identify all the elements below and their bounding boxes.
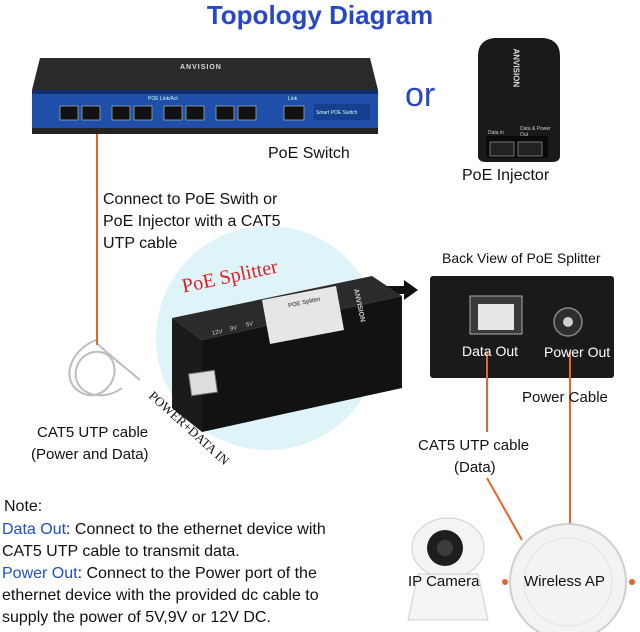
note-power-out-line-3: supply the power of 5V,9V or 12V DC.	[2, 607, 271, 628]
power-cable-label: Power Cable	[522, 389, 608, 406]
cat5-data-label-1: CAT5 UTP cable	[418, 437, 529, 454]
splitter-back-device	[430, 276, 614, 378]
note-power-out-line-2: ethernet device with the provided dc cab…	[2, 585, 319, 606]
switch-uplink-label: Link	[288, 96, 297, 102]
switch-ports-label: POE Link/Act	[148, 96, 178, 102]
switch-cable-text-2: PoE Injector with a CAT5	[103, 213, 281, 231]
injector-port-in: Data in	[488, 130, 504, 136]
cat5-power-data-label-1: CAT5 UTP cable	[37, 424, 148, 441]
poe-injector-label: PoE Injector	[462, 167, 549, 185]
connector-dot-right	[629, 579, 635, 585]
note-power-out-text-1: : Connect to the Power port of the	[78, 565, 317, 582]
cat5-power-data-label-2: (Power and Data)	[31, 446, 149, 463]
note-power-out-term: Power Out	[2, 565, 78, 582]
poe-switch-label: PoE Switch	[268, 145, 350, 163]
note-data-out-line-1: Data Out: Connect to the ethernet device…	[2, 519, 326, 540]
back-view-heading: Back View of PoE Splitter	[442, 250, 600, 266]
switch-cable-text-1: Connect to PoE Swith or	[103, 191, 277, 209]
ip-camera-label: IP Camera	[408, 573, 479, 590]
injector-port-out: Data & Power Out	[520, 126, 554, 138]
note-data-out-text-1: : Connect to the ethernet device with	[66, 521, 326, 538]
or-text: or	[405, 76, 435, 115]
data-out-port-label: Data Out	[462, 343, 518, 359]
power-out-port-label: Power Out	[544, 344, 610, 360]
cable-coil	[69, 340, 140, 395]
injector-brand: ANVISION	[512, 49, 521, 129]
switch-model: Smart POE Switch	[316, 110, 357, 116]
note-data-out-term: Data Out	[2, 521, 66, 538]
ip-camera-device	[408, 518, 488, 620]
note-data-out-line-2: CAT5 UTP cable to transmit data.	[2, 541, 240, 562]
wireless-ap-label: Wireless AP	[524, 573, 605, 590]
cable-to-camera	[487, 478, 522, 540]
cat5-data-label-2: (Data)	[454, 459, 496, 476]
note-power-out-line-1: Power Out: Connect to the Power port of …	[2, 563, 317, 584]
switch-cable-text-3: UTP cable	[103, 235, 177, 253]
connector-dot-left	[502, 579, 508, 585]
switch-brand: ANVISION	[180, 64, 222, 71]
note-heading: Note:	[4, 498, 42, 516]
